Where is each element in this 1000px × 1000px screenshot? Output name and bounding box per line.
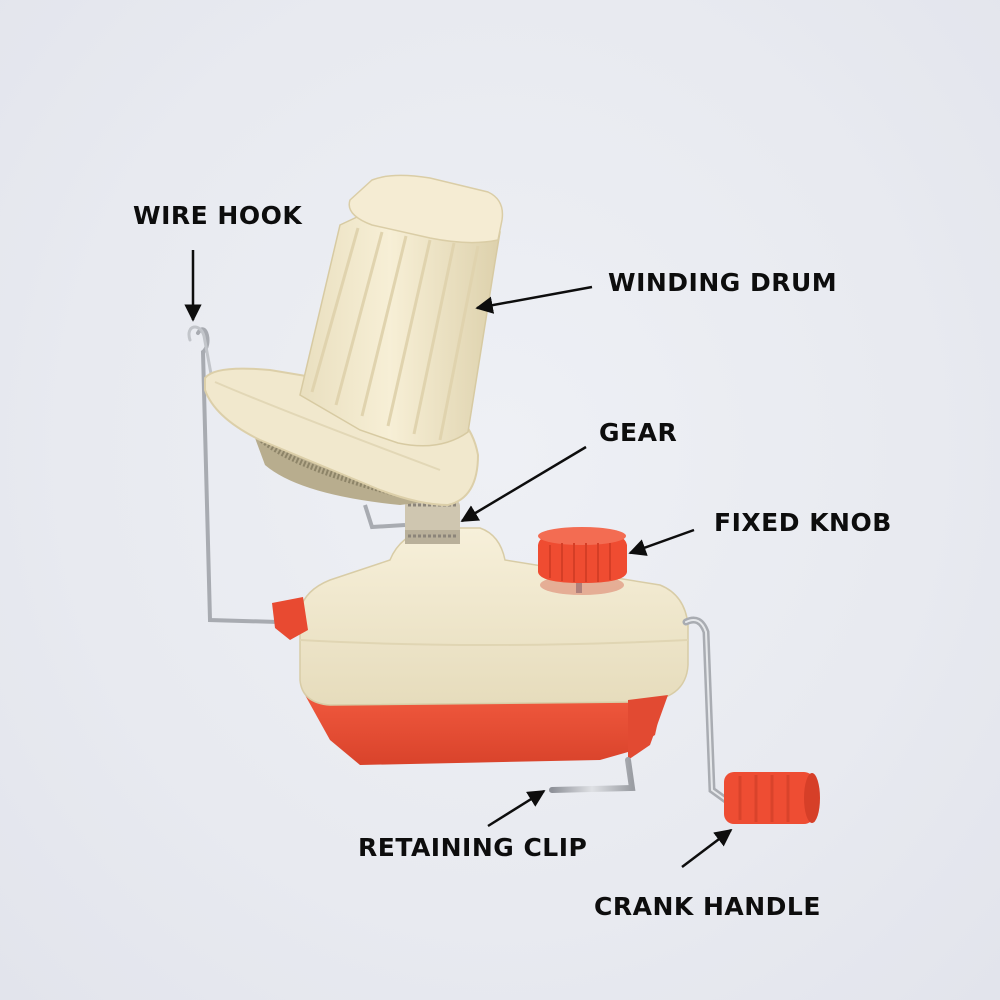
arrow-crank-handle <box>681 828 733 868</box>
crank-handle <box>682 616 820 824</box>
arrow-fixed-knob <box>628 528 695 556</box>
label-fixed-knob: FIXED KNOB <box>714 508 892 537</box>
arrow-winding-drum <box>475 285 593 314</box>
label-crank-handle: CRANK HANDLE <box>594 892 821 921</box>
label-winding-drum: WINDING DRUM <box>608 268 838 297</box>
label-wire-hook: WIRE HOOK <box>133 201 303 230</box>
gear <box>363 500 460 544</box>
wire-hook <box>187 325 280 624</box>
retaining-clip <box>549 757 636 793</box>
fixed-knob <box>538 527 627 595</box>
arrow-gear <box>460 445 587 523</box>
arrow-retaining-clip <box>487 789 546 828</box>
base <box>272 527 689 765</box>
winding-drum <box>299 174 504 447</box>
callout-arrows <box>184 250 733 868</box>
label-retaining-clip: RETAINING CLIP <box>358 833 588 862</box>
label-gear: GEAR <box>599 418 678 447</box>
